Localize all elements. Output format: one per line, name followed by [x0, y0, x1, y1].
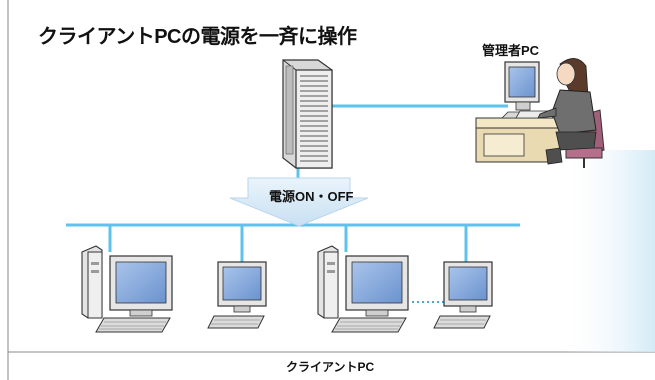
admin-workstation-icon [475, 58, 605, 168]
power-arrow [229, 177, 369, 227]
diagram-title: クライアントPCの電源を一斉に操作 [38, 26, 357, 48]
client-pc-icon [81, 245, 173, 333]
power-onoff-label: 電源ON・OFF [269, 189, 354, 204]
monitor-icon [207, 261, 267, 329]
client-pc-icon [317, 245, 409, 333]
corner-glow [560, 150, 655, 352]
server-icon [282, 59, 333, 169]
client-pc-label: クライアントPC [286, 360, 375, 374]
monitor-icon [433, 261, 493, 329]
admin-pc-label: 管理者PC [482, 43, 540, 58]
